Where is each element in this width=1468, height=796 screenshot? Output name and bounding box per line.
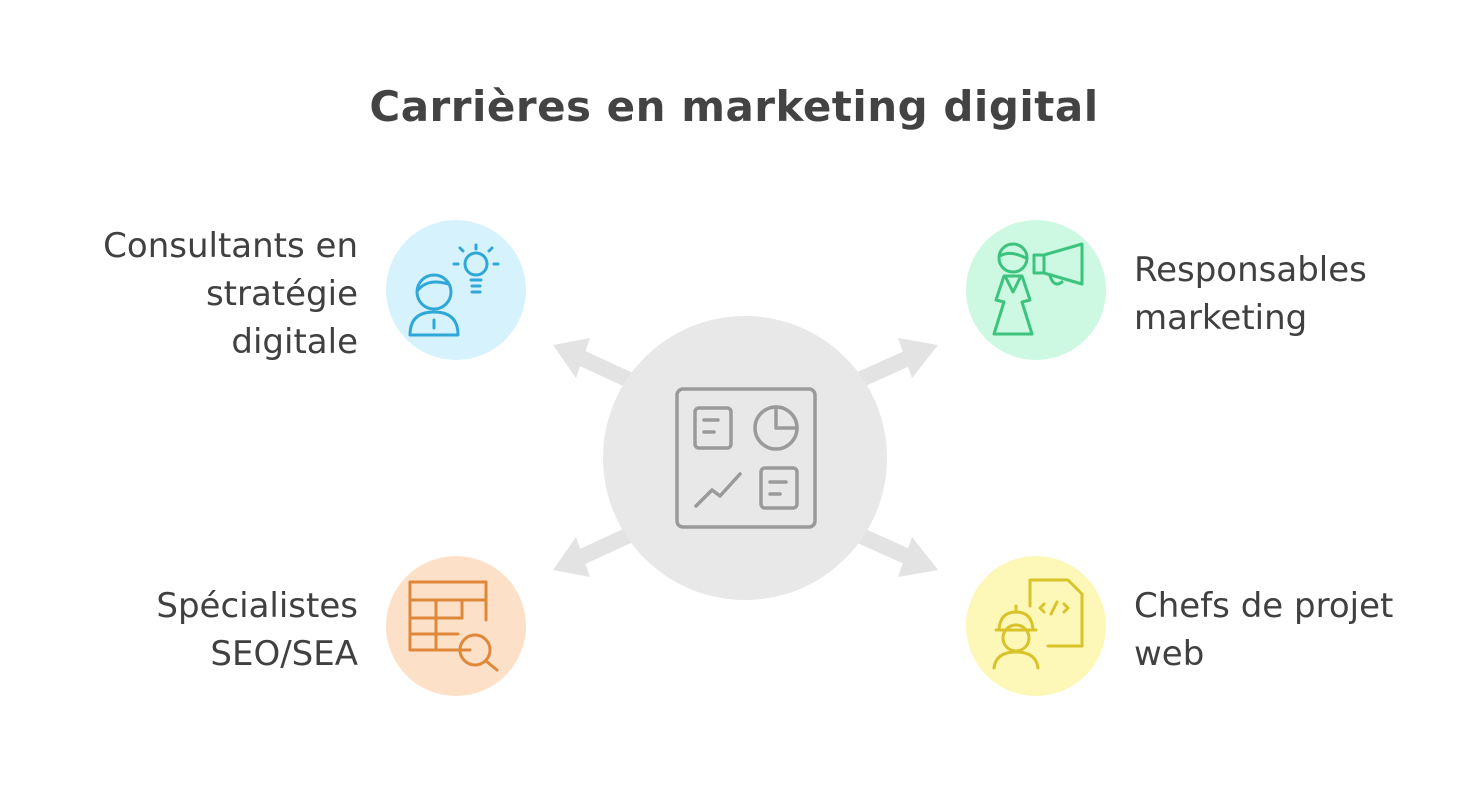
label-line: digitale — [231, 322, 358, 362]
label-line: SEO/SEA — [210, 634, 358, 674]
arrow-upper-left — [553, 338, 644, 393]
chefs-circle — [966, 556, 1106, 696]
label-responsables: Responsables marketing — [1134, 246, 1454, 342]
arrow-lower-left — [553, 522, 644, 577]
label-line: Spécialistes — [156, 586, 358, 626]
label-line: Chefs de projet — [1134, 586, 1394, 626]
person-megaphone-icon — [992, 242, 1084, 336]
specialistes-circle — [386, 556, 526, 696]
label-line: Consultants en — [103, 226, 358, 266]
table-search-icon — [408, 580, 499, 672]
dashboard-icon — [675, 387, 817, 529]
engineer-code-icon — [992, 578, 1084, 670]
page-title: Carrières en marketing digital — [369, 82, 1099, 131]
responsables-circle — [966, 220, 1106, 360]
label-chefs: Chefs de projet web — [1134, 582, 1454, 678]
label-line: Responsables — [1134, 250, 1367, 290]
center-circle — [603, 316, 887, 600]
label-line: web — [1134, 634, 1205, 674]
label-line: stratégie — [205, 274, 358, 314]
consultants-circle — [386, 220, 526, 360]
label-consultants: Consultants en stratégie digitale — [40, 222, 358, 366]
label-specialistes: Spécialistes SEO/SEA — [40, 582, 358, 678]
person-lightbulb-icon — [408, 243, 500, 337]
label-line: marketing — [1134, 298, 1308, 338]
